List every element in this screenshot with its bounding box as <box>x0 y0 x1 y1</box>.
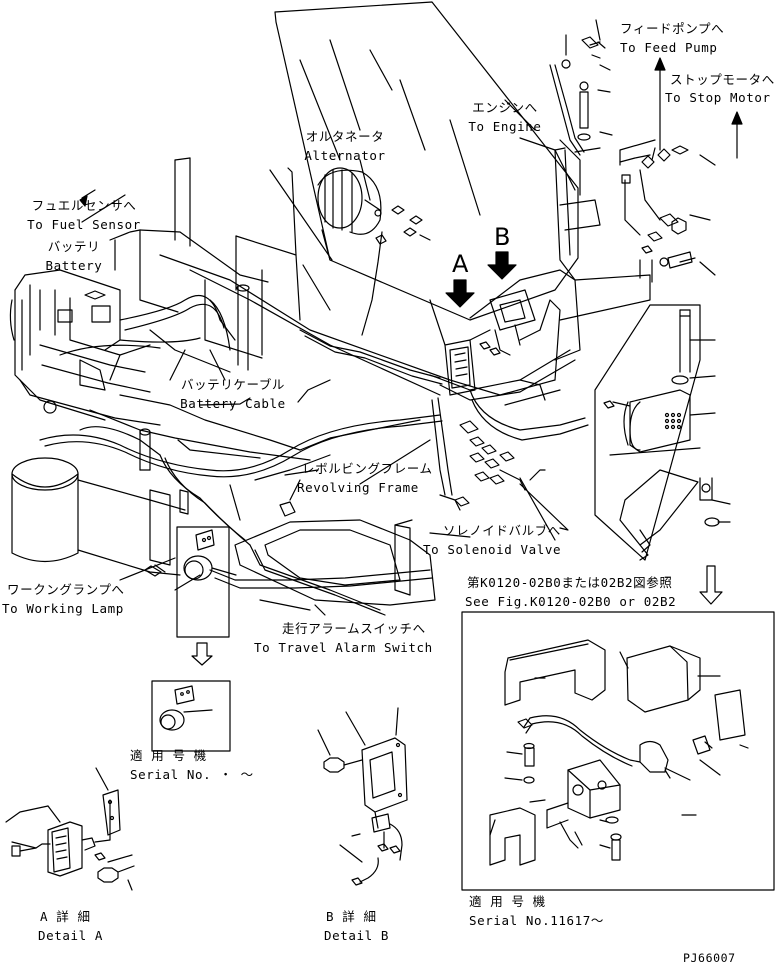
detail-a-label-en: Detail A <box>38 928 104 943</box>
detail-b-label-en: Detail B <box>324 928 390 943</box>
serial-label-en-small: Serial No. ・ ～ <box>130 767 254 782</box>
connector-cluster <box>454 420 526 507</box>
feed-pump-label-en: To Feed Pump <box>620 40 718 55</box>
arrow-b <box>487 251 517 280</box>
bolt-group-top-right <box>641 147 696 263</box>
serial-label-jp-large: 適 用 号 機 <box>469 894 546 909</box>
solenoid-label-en: To Solenoid Valve <box>423 542 562 557</box>
working-lamp-label-en: To Working Lamp <box>2 601 124 616</box>
fuel-sensor-label-en: To Fuel Sensor <box>27 217 141 232</box>
travel-alarm-label-en: To Travel Alarm Switch <box>254 640 433 655</box>
lamp-small <box>159 685 213 731</box>
feed-pump-parts <box>565 19 601 59</box>
detail-a-parts <box>5 767 135 891</box>
stop-motor-label-jp: ストップモータへ <box>670 72 775 87</box>
marker-letter-b: B <box>494 223 511 251</box>
detail-a-label-jp: A 詳 細 <box>40 909 91 924</box>
engine-label-en: To Engine <box>468 119 542 134</box>
fuel-sensor-label-jp: フュエルセンサへ <box>31 198 137 213</box>
controller-box <box>429 299 491 396</box>
battery-cable <box>59 295 236 373</box>
marker-letter-a: A <box>452 250 469 278</box>
relay-bracket <box>469 269 576 356</box>
buzzer-unit <box>594 304 731 561</box>
serial-detail-frame <box>461 611 775 891</box>
battery <box>9 269 151 421</box>
battery-cable-label-en: Battery Cable <box>180 396 286 411</box>
callout-leaders <box>79 57 743 616</box>
part-leaders <box>419 64 716 276</box>
battery-cable-label-jp: バッテリケーブル <box>180 377 286 392</box>
serial-label-jp-small: 適 用 号 機 <box>130 748 207 763</box>
lower-plate <box>234 501 436 606</box>
down-arrow-right <box>699 565 723 605</box>
revolving-frame-label-en: Revolving Frame <box>297 480 419 495</box>
battery-label-en: Battery <box>45 258 103 273</box>
engine-hood <box>269 1 579 321</box>
right-frame <box>499 147 653 406</box>
engine-label-jp: エンジンへ <box>472 100 538 115</box>
drawing-code: PJ66007 <box>683 951 736 965</box>
working-lamp-box <box>176 526 230 638</box>
see-fig-label-jp: 第K0120-02B0または02B2図参照 <box>467 575 673 590</box>
detail-b-label-jp: B 詳 細 <box>326 909 377 924</box>
alternator-label-jp: オルタネータ <box>305 129 385 144</box>
arrow-a <box>445 279 475 308</box>
main-harness <box>39 329 589 616</box>
serial-label-en-large: Serial No.11617～ <box>469 913 604 928</box>
travel-alarm-label-jp: 走行アラームスイッチへ <box>282 621 426 636</box>
revolving-frame-label-jp: レボルビングフレーム <box>302 461 433 476</box>
working-lamp-label-jp: ワークングランプへ <box>7 582 125 597</box>
battery-label-jp: バッテリ <box>47 239 101 254</box>
down-arrow-detail-a <box>191 642 213 666</box>
detail-b-parts <box>317 707 408 886</box>
feed-pump-label-jp: フィードポンプへ <box>620 21 725 36</box>
stop-motor-connections <box>619 145 693 269</box>
alternator-label-en: Alternator <box>304 148 386 163</box>
alternator <box>317 167 423 336</box>
serial-detail-frame-small <box>151 680 231 752</box>
revolving-frame <box>19 157 501 471</box>
engine-cable <box>549 36 606 196</box>
stop-motor-label-en: To Stop Motor <box>665 90 771 105</box>
serial-detail-parts <box>489 639 749 866</box>
see-fig-label-en: See Fig.K0120-02B0 or 02B2 <box>465 594 677 609</box>
solenoid-label-jp: ソレノイドバルブへ <box>443 523 561 538</box>
fuel-tank <box>11 457 189 576</box>
